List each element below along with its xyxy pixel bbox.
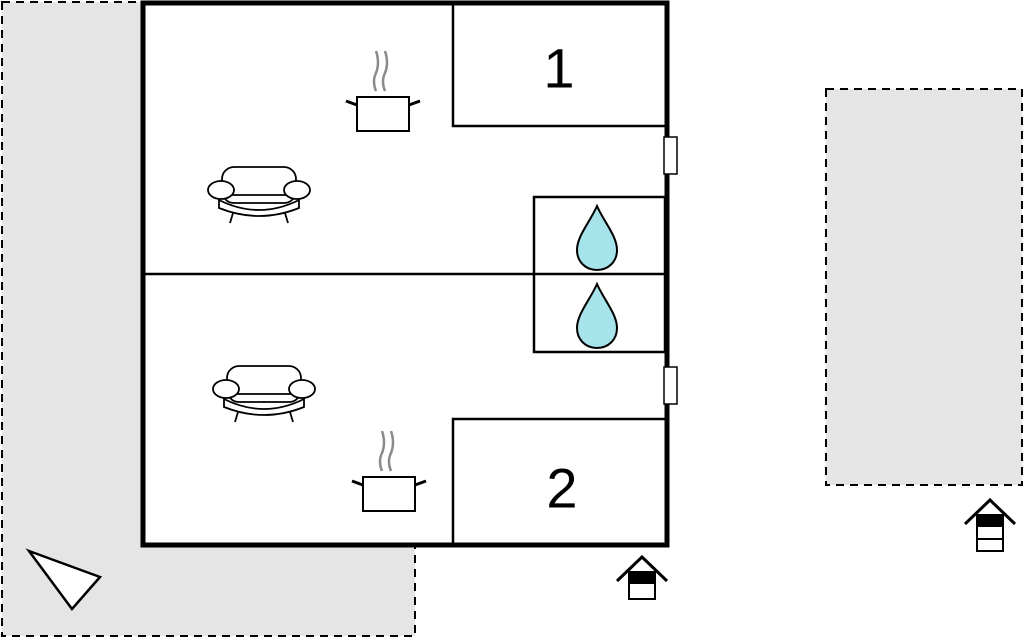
window bbox=[663, 136, 678, 175]
house-entrance-icon bbox=[615, 554, 669, 600]
room-number-1: 1 bbox=[543, 37, 574, 100]
room-number-2: 2 bbox=[546, 457, 577, 520]
bedroom-1-wall bbox=[451, 5, 665, 128]
outdoor-area-right bbox=[825, 88, 1023, 486]
house-entrance-icon bbox=[963, 497, 1017, 552]
sofa-icon bbox=[212, 365, 316, 423]
cooking-pot-icon bbox=[345, 50, 421, 132]
cooking-pot-icon bbox=[351, 430, 427, 512]
window bbox=[663, 366, 678, 405]
bathroom-block bbox=[532, 195, 667, 354]
sofa-icon bbox=[207, 166, 311, 224]
north-arrow-icon bbox=[25, 548, 103, 611]
water-drop-icon bbox=[575, 203, 619, 272]
water-drop-icon bbox=[575, 281, 619, 350]
bedroom-2-wall bbox=[451, 417, 665, 543]
